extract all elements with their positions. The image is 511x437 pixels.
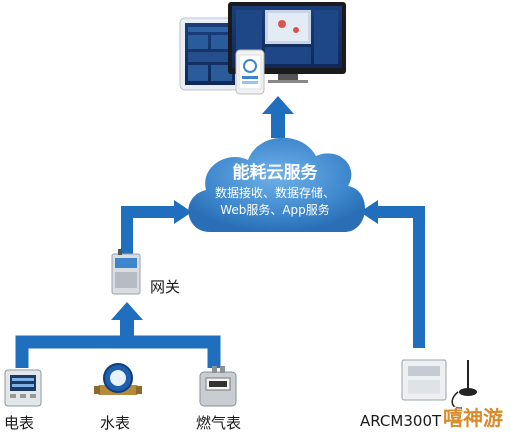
cloud-description-line1: 数据接收、数据存储、: [214, 186, 335, 200]
cloud-description-line2: Web服务、App服务: [220, 203, 330, 217]
electric-meter-label: 电表: [4, 414, 35, 432]
watermark-logo: 嘻神游: [443, 406, 503, 430]
electric-meter-icon: [4, 369, 42, 407]
cloud-title: 能耗云服务: [232, 163, 318, 183]
arrow-gateway-to-cloud: [121, 200, 192, 255]
arrow-cloud-to-screens: [262, 96, 294, 138]
gateway-device: [111, 249, 141, 295]
cloud-shape: [188, 137, 366, 232]
water-meter-label: 水表: [100, 414, 131, 432]
water-meter-icon: [94, 363, 142, 395]
arcm-device-icon: [401, 359, 477, 409]
gas-meter-icon: [199, 366, 237, 407]
tablet-device: [179, 17, 241, 91]
arrow-arcm-to-cloud: [360, 200, 425, 348]
gateway-label: 网关: [150, 278, 181, 296]
phone-device: [235, 49, 265, 95]
arcm-label: ARCM300T: [360, 412, 442, 430]
gas-meter-label: 燃气表: [196, 414, 242, 432]
arrow-meters-to-gateway: [15, 302, 221, 368]
